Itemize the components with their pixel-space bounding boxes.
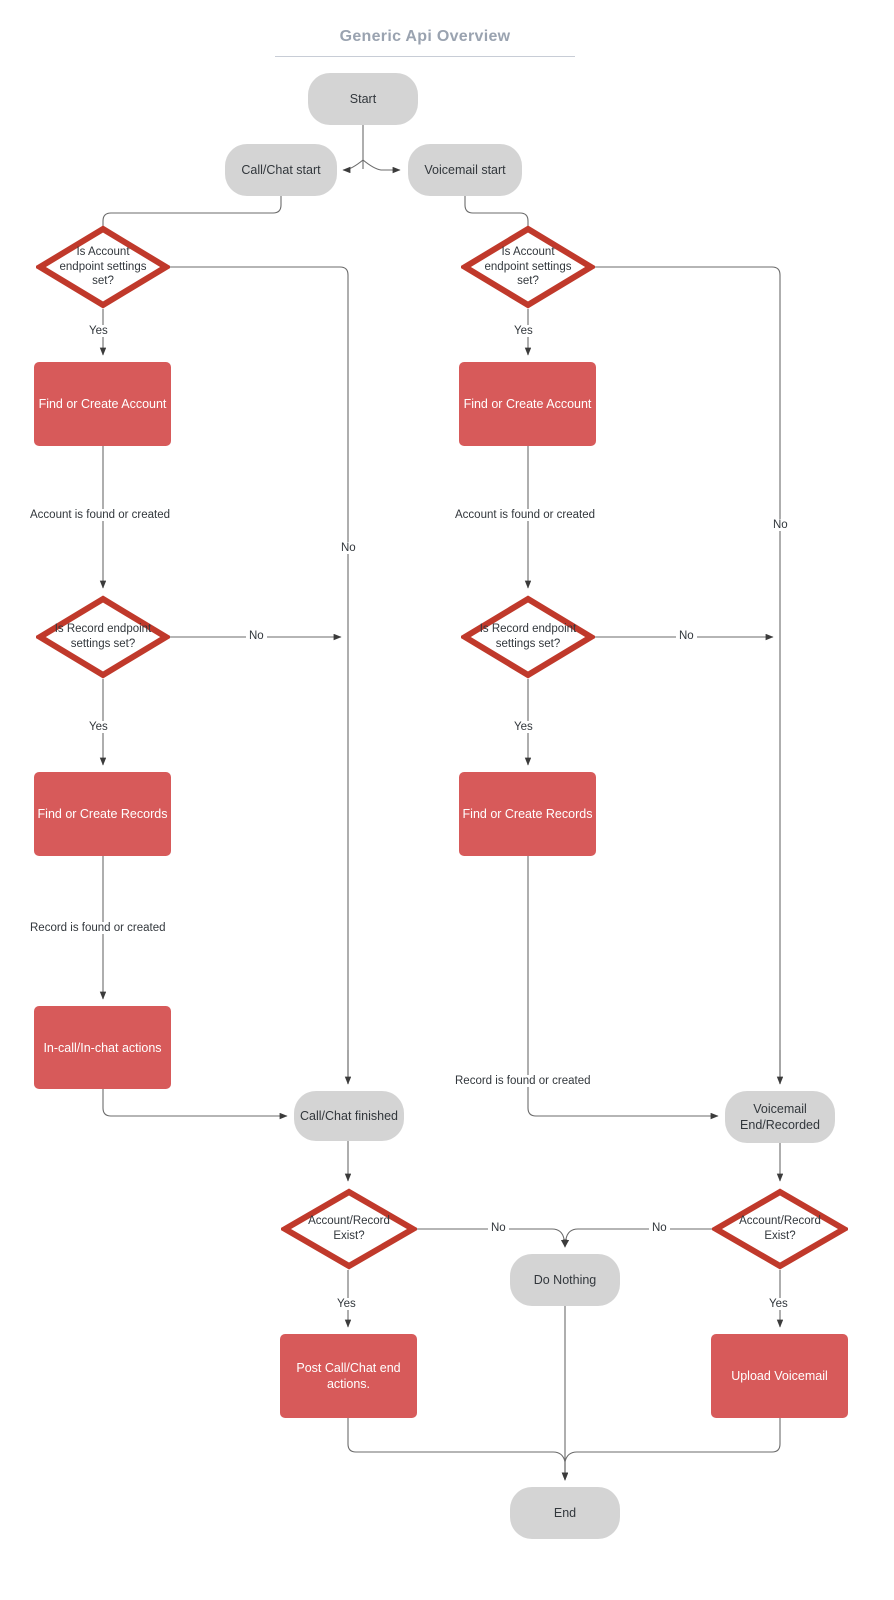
node-left-account-endpoint-decision[interactable]: Is Account endpoint settings set? xyxy=(36,225,170,309)
edge-label-left-account-yes: Yes xyxy=(86,325,111,337)
node-label: Find or Create Account xyxy=(38,397,167,411)
node-left-find-or-create-account[interactable]: Find or Create Account xyxy=(34,362,171,446)
node-left-account-record-exist-decision[interactable]: Account/Record Exist? xyxy=(281,1188,417,1270)
edge-label-left-account-found: Account is found or created xyxy=(27,509,173,521)
node-right-account-endpoint-decision[interactable]: Is Account endpoint settings set? xyxy=(461,225,595,309)
edge-l-incall-to-finished xyxy=(102,1089,288,1120)
node-right-find-or-create-records[interactable]: Find or Create Records xyxy=(459,772,596,856)
node-label: Call/Chat finished xyxy=(300,1109,398,1123)
diamond-shape xyxy=(36,595,170,679)
node-right-find-or-create-account[interactable]: Find or Create Account xyxy=(459,362,596,446)
edge-upload-to-end xyxy=(561,1418,781,1481)
edge-label-right-account-no: No xyxy=(770,519,791,531)
node-end[interactable]: End xyxy=(510,1487,620,1539)
node-upload-voicemail[interactable]: Upload Voicemail xyxy=(711,1334,848,1418)
node-label: Call/Chat start xyxy=(241,163,321,177)
node-left-find-or-create-records[interactable]: Find or Create Records xyxy=(34,772,171,856)
node-left-record-endpoint-decision[interactable]: Is Record endpoint settings set? xyxy=(36,595,170,679)
node-right-account-record-exist-decision[interactable]: Account/Record Exist? xyxy=(712,1188,848,1270)
node-label: Is Record endpoint settings set? xyxy=(479,623,577,650)
node-label: Start xyxy=(349,92,377,106)
node-voicemail-end-recorded[interactable]: Voicemail End/Recorded xyxy=(725,1091,835,1143)
diamond-shape xyxy=(36,225,170,309)
edge-label-right-account-yes: Yes xyxy=(511,325,536,337)
node-label: Is Account endpoint settings set? xyxy=(484,245,572,288)
node-label: Do Nothing xyxy=(533,1273,597,1287)
edge-r-acct-no xyxy=(595,266,781,1084)
node-label: In-call/In-chat actions xyxy=(43,1040,162,1055)
node-label: Account/Record Exist? xyxy=(308,1215,390,1242)
node-label: Post Call/Chat end actions. xyxy=(296,1361,401,1391)
edge-label-right-record-no: No xyxy=(676,630,697,642)
node-post-call-chat-end-actions[interactable]: Post Call/Chat end actions. xyxy=(280,1334,417,1418)
edge-label-left-record-found: Record is found or created xyxy=(27,922,169,934)
edge-label-right-record-found: Record is found or created xyxy=(452,1075,594,1087)
node-label: Is Account endpoint settings set? xyxy=(59,245,147,288)
node-right-record-endpoint-decision[interactable]: Is Record endpoint settings set? xyxy=(461,595,595,679)
edge-label-right-account-found: Account is found or created xyxy=(452,509,598,521)
node-in-call-in-chat-actions[interactable]: In-call/In-chat actions xyxy=(34,1006,171,1089)
diamond-shape xyxy=(281,1188,417,1270)
edge-l-acct-no xyxy=(170,266,349,1084)
edge-label-left-exist-no: No xyxy=(488,1222,509,1234)
edge-label-right-exist-no: No xyxy=(649,1222,670,1234)
edge-label-right-exist-yes: Yes xyxy=(766,1298,791,1310)
edge-r-exist-no xyxy=(562,1228,712,1248)
node-call-chat-finished[interactable]: Call/Chat finished xyxy=(294,1091,404,1141)
edge-label-left-record-yes: Yes xyxy=(86,721,111,733)
node-label: End xyxy=(553,1506,577,1520)
page-title: Generic Api Overview xyxy=(339,28,511,45)
edge-label-left-account-no: No xyxy=(338,542,359,554)
edge-label-left-exist-yes: Yes xyxy=(334,1298,359,1310)
node-label: Find or Create Account xyxy=(463,397,592,411)
node-label: Find or Create Records xyxy=(462,807,593,821)
node-start[interactable]: Start xyxy=(308,73,418,125)
title-divider xyxy=(275,56,575,57)
node-label: Voicemail End/Recorded xyxy=(740,1102,820,1132)
node-voicemail-start[interactable]: Voicemail start xyxy=(408,144,522,196)
node-label: Voicemail start xyxy=(424,163,506,177)
edge-label-right-record-yes: Yes xyxy=(511,721,536,733)
node-do-nothing[interactable]: Do Nothing xyxy=(510,1254,620,1306)
diamond-shape xyxy=(461,225,595,309)
edge-start-to-call xyxy=(342,159,364,174)
node-label: Upload Voicemail xyxy=(731,1369,828,1383)
diamond-shape xyxy=(461,595,595,679)
node-label: Account/Record Exist? xyxy=(739,1215,821,1242)
edge-label-left-record-no: No xyxy=(246,630,267,642)
edge-start-to-voicemail xyxy=(362,159,401,174)
node-call-chat-start[interactable]: Call/Chat start xyxy=(225,144,337,196)
edge-postcall-to-end xyxy=(347,1418,569,1481)
node-label: Is Record endpoint settings set? xyxy=(54,623,152,650)
diamond-shape xyxy=(712,1188,848,1270)
node-label: Find or Create Records xyxy=(37,807,168,821)
